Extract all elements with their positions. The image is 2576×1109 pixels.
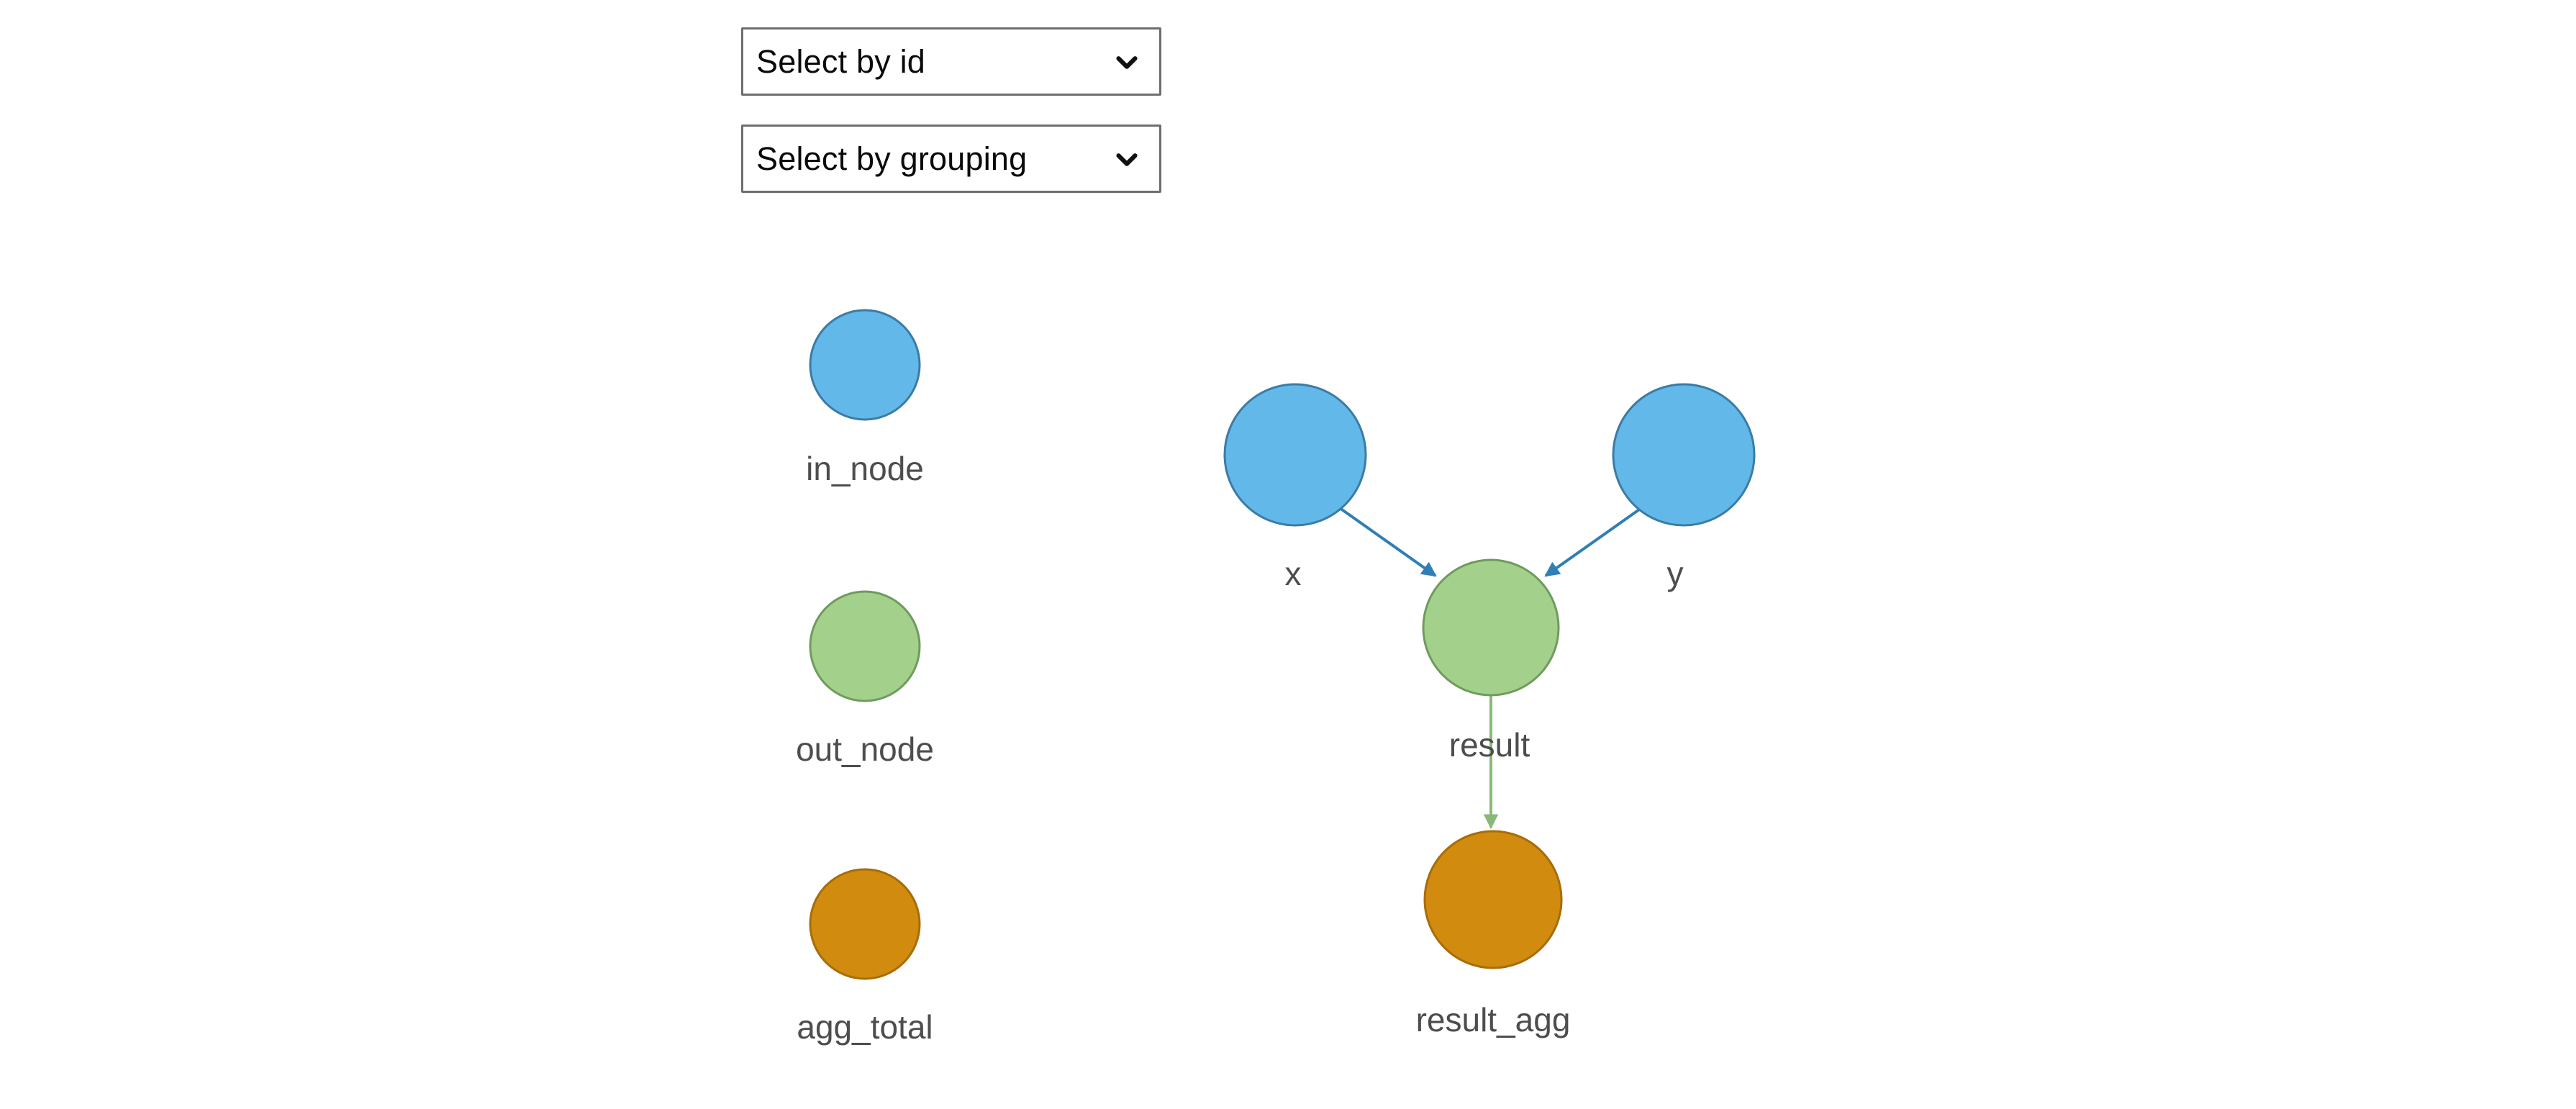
edge-x-to-result[interactable] [1338,507,1437,577]
graph-node-result-agg[interactable] [1423,830,1563,969]
legend-swatch-in-node[interactable] [809,309,921,421]
legend-swatch-out-node[interactable] [809,590,921,702]
edge-y-to-result[interactable] [1544,507,1643,577]
select-by-id-value: Select by id [756,43,926,80]
graph-label-result-agg: result_agg [1415,1001,1571,1038]
select-by-grouping-value: Select by grouping [756,140,1028,177]
chevron-down-icon [1110,142,1143,176]
graph-node-x[interactable] [1223,383,1367,527]
legend-label-agg-total: agg_total [797,1008,933,1046]
legend-label-out-node: out_node [796,730,934,768]
graph-label-result: result [1448,726,1530,764]
legend-swatch-agg-total[interactable] [809,868,921,980]
chevron-down-icon [1110,45,1143,78]
graph-node-result[interactable] [1422,558,1560,697]
select-by-grouping-dropdown[interactable]: Select by grouping [741,125,1161,193]
legend-label-in-node: in_node [806,450,924,487]
select-by-id-dropdown[interactable]: Select by id [741,27,1161,96]
graph-label-y: y [1666,555,1684,592]
control-panel: Select by id Select by grouping [741,27,1161,193]
graph-label-x: x [1284,555,1302,592]
graph-node-y[interactable] [1612,383,1756,527]
